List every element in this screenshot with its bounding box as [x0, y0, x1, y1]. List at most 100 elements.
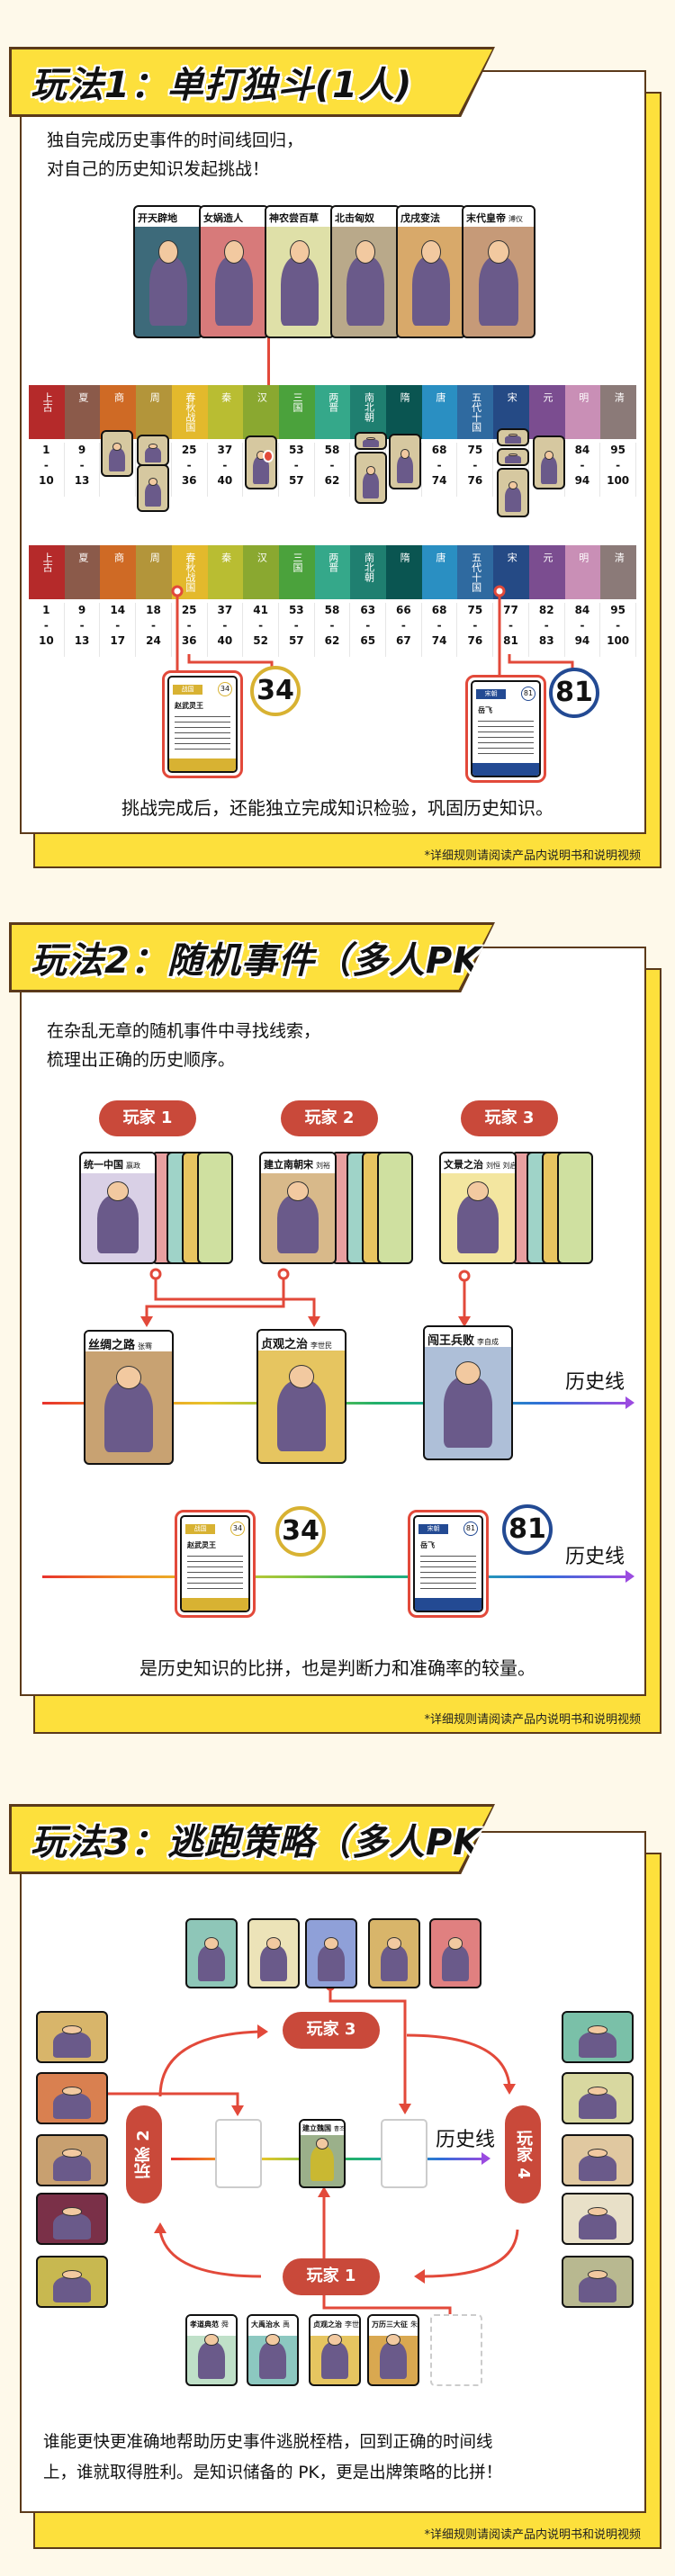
sideways-card — [562, 2134, 634, 2186]
range-start: 14 — [110, 604, 126, 616]
year-range: 95-100 — [600, 443, 636, 497]
card-header: 末代皇帝溥仪 — [464, 207, 534, 227]
year-range: 82-83 — [529, 603, 565, 657]
card-person: 刘裕 — [316, 1162, 330, 1170]
dynasty-8: 三国 — [278, 385, 316, 439]
card-title: 北击匈奴 — [335, 212, 374, 224]
placed-event-card: 贞观之治李世民 — [256, 1329, 346, 1464]
range-start: 58 — [324, 444, 340, 456]
card-number: 81 — [464, 1521, 478, 1536]
empty-slot-right[interactable] — [381, 2119, 428, 2188]
range-end: 81 — [503, 634, 518, 647]
dynasty-4: 周 — [136, 545, 173, 599]
range-start: 1 — [42, 444, 50, 456]
sideways-card — [562, 2011, 634, 2063]
dynasty-3: 商 — [100, 545, 137, 599]
card-header: 闯王兵败李自成 — [425, 1327, 511, 1347]
range-start: 18 — [146, 604, 161, 616]
face-down-card — [305, 1918, 357, 1988]
card-person: 刘恒 刘启 — [486, 1162, 515, 1170]
year-range: 1-10 — [29, 603, 65, 657]
character-figure — [578, 2154, 617, 2181]
character-figure — [505, 455, 521, 463]
face-down-card — [429, 1918, 482, 1988]
range-end: 57 — [288, 474, 304, 487]
section3-footnote: *详细规则请阅读产品内说明书和说明视频 — [424, 2528, 641, 2542]
card-text — [187, 1553, 243, 1593]
card-title: 孝道典范 — [190, 2320, 219, 2329]
character-head — [286, 1181, 310, 1202]
character-head — [587, 2025, 608, 2034]
player-2-badge: 玩家 2 — [126, 2105, 162, 2204]
range-end: 94 — [574, 474, 590, 487]
dynasty-15: 元 — [528, 385, 566, 439]
year-range: 95-100 — [600, 603, 636, 657]
card-header: 戊戌变法 — [398, 207, 464, 227]
dynasty-17: 清 — [600, 385, 637, 439]
section2-banner: 玩法2：随机事件（多人PK） — [9, 922, 495, 992]
range-start: 9 — [77, 444, 86, 456]
character-figure — [441, 1945, 470, 1982]
empty-slot-left[interactable] — [215, 2119, 262, 2188]
sideways-card — [562, 2193, 634, 2245]
section1-summary: 挑战完成后，还能独立完成知识检验，巩固历史知识。 — [122, 797, 554, 819]
section2-title: 玩法2：随机事件（多人PK） — [31, 940, 519, 982]
sideways-card — [562, 2072, 634, 2124]
section3-title: 玩法3：逃跑策略（多人PK） — [31, 1822, 519, 1863]
character-head — [587, 2087, 608, 2096]
range-start: 53 — [288, 444, 304, 456]
year-range: 53-57 — [279, 603, 315, 657]
card-title: 末代皇帝 — [466, 212, 506, 224]
range-start: 77 — [503, 604, 518, 616]
dynasty-7: 汉 — [243, 385, 280, 439]
card-person: 李世民 — [345, 2320, 359, 2329]
character-figure — [363, 439, 379, 447]
dynasty-13: 五代十国 — [457, 545, 494, 599]
range-sep: - — [293, 619, 299, 632]
timeline-label: 历史线 — [565, 1371, 626, 1394]
card-footer — [182, 1598, 248, 1611]
character-figure — [379, 2341, 408, 2379]
dynasty-2: 夏 — [64, 545, 101, 599]
range-sep: - — [472, 619, 478, 632]
character-head — [508, 453, 518, 457]
range-sep: - — [580, 619, 585, 632]
face-down-card — [185, 1918, 238, 1988]
range-end: 13 — [74, 474, 90, 487]
mini-event-card — [497, 468, 529, 517]
character-head — [447, 1937, 464, 1950]
range-sep: - — [293, 459, 299, 471]
character-head — [289, 240, 310, 265]
event-card: 戊戌变法 — [396, 205, 466, 338]
character-figure — [578, 2031, 617, 2058]
year-range: 77-81 — [493, 603, 529, 657]
range-end: 17 — [110, 634, 126, 647]
character-head — [488, 240, 509, 265]
year-range: 9-13 — [65, 603, 101, 657]
year-range — [136, 443, 172, 497]
hand-top-card: 文景之治刘恒 刘启 — [439, 1152, 517, 1264]
empty-slot-dashed[interactable] — [430, 2314, 482, 2386]
dynasty-17: 清 — [600, 545, 637, 599]
year-range: 75-76 — [457, 603, 494, 657]
character-figure — [258, 2341, 287, 2379]
character-figure — [145, 482, 161, 507]
character-figure — [444, 1377, 492, 1449]
dynasty-11: 隋 — [386, 385, 423, 439]
character-figure — [215, 256, 253, 327]
character-head — [544, 450, 554, 460]
character-head — [587, 2149, 608, 2158]
range-end: 52 — [253, 634, 268, 647]
range-start: 75 — [467, 444, 483, 456]
range-end: 62 — [324, 474, 340, 487]
character-head — [265, 2333, 281, 2347]
character-figure — [52, 2212, 92, 2239]
section1-footnote: *详细规则请阅读产品内说明书和说明视频 — [424, 849, 641, 863]
hand-card: 万历三大征朱翊钧 — [367, 2314, 419, 2386]
hand-card: 孝道典范舜 — [185, 2314, 238, 2386]
range-sep: - — [186, 619, 192, 632]
card-footer — [472, 763, 539, 776]
mini-event-card — [389, 434, 421, 489]
